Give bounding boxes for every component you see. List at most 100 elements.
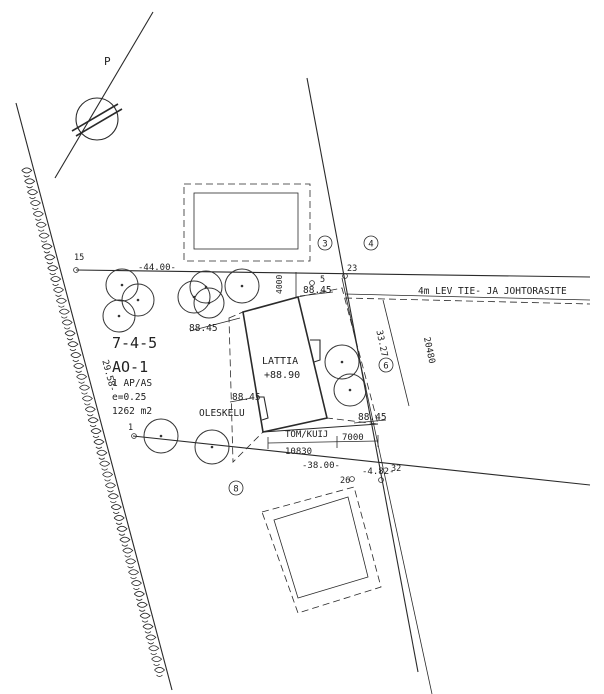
hedge-icon <box>84 406 96 417</box>
hedge-icon <box>64 330 76 341</box>
circled-number: 8 <box>233 485 238 495</box>
hedge-icon <box>128 569 140 580</box>
survey-point-icon <box>309 280 315 286</box>
hedge-icon <box>113 515 125 525</box>
hedge-icon <box>90 428 102 438</box>
point-label: 5 <box>320 275 325 285</box>
zone-detail-3: 1262 m2 <box>112 406 152 417</box>
tree-icon <box>102 299 136 333</box>
hedge-icon <box>102 471 114 482</box>
dimension-4000: 4000 <box>275 275 284 294</box>
building-step <box>310 339 321 363</box>
road-easement-line-dashed <box>344 297 591 305</box>
number-circle-icon <box>363 235 379 251</box>
survey-point-icon <box>378 477 384 483</box>
dimension-20480: 20480 <box>421 336 436 365</box>
hedge-icon <box>38 232 50 243</box>
carport-dim-line <box>267 440 379 444</box>
hedge-icon <box>70 352 82 362</box>
level-2: 88.45 <box>189 323 218 334</box>
dimension-10830: 10830 <box>285 447 312 457</box>
tree-center-icon <box>136 298 140 302</box>
neighbour-building-south <box>273 496 369 599</box>
tree-icon <box>324 344 360 380</box>
zone-code: AO-1 <box>112 358 148 376</box>
level-4: 88.45 <box>232 392 261 403</box>
circled-numbers: 3 4 6 8 <box>228 235 394 496</box>
hedge-icon <box>73 363 85 373</box>
level-leader-1 <box>299 291 334 297</box>
neighbour-building-north <box>193 192 299 250</box>
hedge-icon <box>119 536 131 547</box>
circled-number: 3 <box>322 240 327 250</box>
number-circle-icon <box>317 235 333 251</box>
carport-label: TOM/KUIJ <box>285 430 328 440</box>
zone-detail-2: e=0.25 <box>112 392 146 403</box>
point-label: 1 <box>128 423 133 433</box>
level-leader-2 <box>189 317 241 332</box>
hedge-icon <box>58 308 70 319</box>
hedge-icon <box>139 612 151 623</box>
tree-center-icon <box>210 445 214 449</box>
tree-center-icon <box>348 388 352 392</box>
hedge-icon <box>93 439 105 449</box>
hedge-icon <box>50 276 62 286</box>
level-leader-4 <box>229 397 253 403</box>
survey-point-icon <box>73 267 79 273</box>
number-circle-icon <box>378 357 394 373</box>
hedge-icon <box>87 417 99 428</box>
north-label: P <box>104 55 111 68</box>
circled-number: 6 <box>383 362 388 372</box>
hedge-icon <box>108 493 119 504</box>
point-label: 15 <box>74 253 84 263</box>
hedge-icon <box>142 623 154 634</box>
neighbour-building-south-outline <box>261 486 382 614</box>
tree-center-icon <box>204 285 208 289</box>
circled-number: 4 <box>368 240 373 250</box>
dimension-line-20480 <box>382 299 410 407</box>
tree-center-icon <box>117 314 121 318</box>
block-id: 7-4-5 <box>112 334 157 352</box>
road-easement-line <box>344 293 591 301</box>
level-1: 88.45 <box>303 285 332 296</box>
hedge-icon <box>151 656 163 667</box>
east-plot-boundary <box>306 77 419 673</box>
hedge-icon <box>79 384 91 395</box>
tree-center-icon <box>120 283 124 287</box>
carport-line <box>262 423 379 433</box>
south-plot-boundary <box>132 435 591 486</box>
tree-icon <box>333 373 367 407</box>
zone-detail-1: 1 AP/AS <box>112 378 152 389</box>
dimension-38: -38.00- <box>302 461 340 471</box>
level-leader-3 <box>353 419 387 424</box>
area-label-rest: OLESKELU <box>199 408 245 419</box>
hedge-icon <box>44 254 56 265</box>
tree-center-icon <box>207 301 211 305</box>
hedge-icon <box>32 210 44 221</box>
tree-icon <box>194 429 230 465</box>
tree-icon <box>224 268 260 304</box>
hedge-icon <box>41 243 53 254</box>
hedge-icon <box>21 167 33 178</box>
level-3: 88.45 <box>358 412 387 423</box>
hedge-icon <box>27 189 39 200</box>
point-label: 23 <box>347 264 357 274</box>
hedge-icon <box>53 286 65 297</box>
hedge-icon <box>96 449 108 460</box>
tree-icon <box>143 418 179 454</box>
hedge-icon <box>99 460 111 471</box>
hedge-icon <box>35 221 47 232</box>
dimension-482: -4.82- <box>362 467 395 477</box>
hedge-icon <box>24 178 36 189</box>
tree-center-icon <box>159 434 163 438</box>
hedge-icon <box>122 547 134 558</box>
hedge-icon <box>131 580 142 590</box>
hedge-icon <box>148 645 160 656</box>
hedge-symbols <box>21 167 166 677</box>
east-plot-boundary-2 <box>341 277 433 694</box>
survey-point-icon <box>131 433 137 439</box>
floor-level: +88.90 <box>264 370 300 381</box>
hedge-icon <box>105 482 116 493</box>
dimension-44: -44.00- <box>138 263 176 273</box>
